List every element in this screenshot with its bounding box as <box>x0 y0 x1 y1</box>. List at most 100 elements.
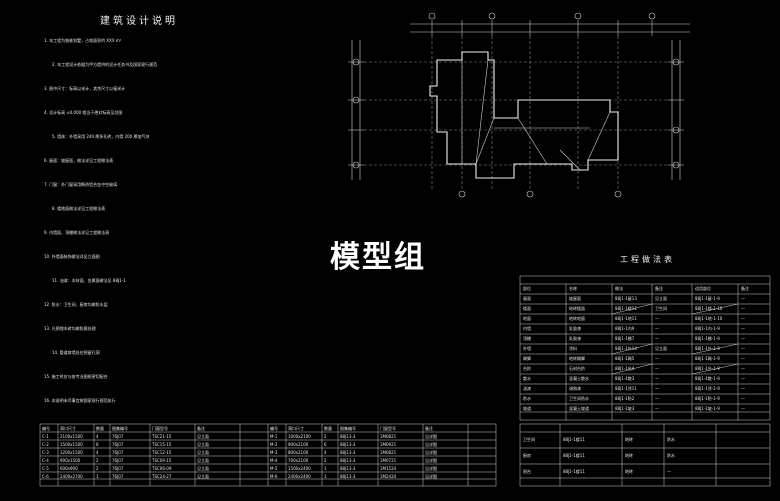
table-cell: 88J1-1踢5 <box>615 356 635 361</box>
table-cell: M-3 <box>270 450 278 455</box>
table-cell: 见详图 <box>425 458 437 463</box>
note-line: 2. 本工程设计依据为甲方提供的设计任务书及国家现行规范 <box>52 62 158 67</box>
table-header-cell: 洞口尺寸 <box>288 426 304 431</box>
table-cell: 坡道 <box>523 406 531 411</box>
table-cell: 见立面 <box>197 474 209 479</box>
note-line: 10. 外墙面装饰做法详见立面图 <box>44 254 100 259</box>
table-cell: 内墙 <box>523 326 531 331</box>
table-header-cell: 图集编号 <box>112 426 128 431</box>
table-cell: 88J1-1踢-1-9 <box>695 356 720 361</box>
table-cell: 88J1-1散-1-9 <box>695 376 720 381</box>
table-cell: 1M2424 <box>380 474 397 479</box>
table-header-cell: 备注 <box>741 286 749 291</box>
table-cell: 4 <box>96 450 99 455</box>
table-cell: 88J1-1涂-1-9 <box>695 386 720 391</box>
table-cell: 卫生间 <box>655 306 667 311</box>
note-line: 7. 门窗：外门窗采用断桥铝合金中空玻璃 <box>44 182 118 187</box>
table-cell: 见立面 <box>197 450 209 455</box>
table-cell: C-1 <box>42 434 49 439</box>
table-cell: 88J1-1散3 <box>615 376 635 381</box>
table-cell: TSC24-27 <box>152 474 172 479</box>
note-line: 4. 设计标高 ±0.000 相当于绝对标高见总图 <box>44 110 123 115</box>
watermark: 模型组 <box>330 240 426 275</box>
table-cell: C-6 <box>42 474 49 479</box>
table-cell: 1200x1500 <box>60 450 83 455</box>
spec-table-title: 工程做法表 <box>620 255 675 264</box>
table-cell: 1 <box>324 466 327 471</box>
table-cell: 88J1-1地-1-10 <box>695 316 723 321</box>
table-cell: 88J1-1地11 <box>615 316 637 321</box>
spec-table <box>519 275 771 487</box>
table-cell: 88J13-3 <box>340 474 356 479</box>
table-header-cell: 门窗型号 <box>380 426 396 431</box>
table-cell: TSC15-15 <box>152 442 172 447</box>
table-header-cell: 编号 <box>42 426 50 431</box>
table-cell: 76J07 <box>112 442 124 447</box>
table-cell: M-1 <box>270 434 278 439</box>
table-cell: 1M0921 <box>380 442 397 447</box>
table-header-cell: 数量 <box>96 426 104 431</box>
table-cell: 2 <box>324 434 327 439</box>
table-cell: 涂料 <box>569 346 577 351</box>
table-cell: 见立面 <box>197 442 209 447</box>
table-cell: 外墙 <box>523 346 531 351</box>
table-cell: 地砖楼面 <box>569 306 585 311</box>
table-cell: 88J13-3 <box>340 466 356 471</box>
note-line: 6. 屋面：坡屋面，做法详见工程做法表 <box>44 158 114 163</box>
table-cell: 88J1-1棚-1-9 <box>695 336 720 341</box>
table-cell: 卫生间防水 <box>569 396 589 401</box>
table-cell: 混凝土散水 <box>569 376 589 381</box>
table-cell: 散水 <box>523 376 531 381</box>
table-cell: M-6 <box>270 474 278 479</box>
table-cell: 88J1-1棚7 <box>615 336 635 341</box>
table-cell: 卫生间 <box>523 437 535 442</box>
table-cell: — <box>741 296 745 301</box>
table-cell: 88J1-1外14 <box>615 346 637 351</box>
table-cell: 调和漆 <box>569 386 581 391</box>
note-line: 11. 油漆：木材面、金属面做法见 88J1-1 <box>52 278 126 283</box>
table-cell: M-2 <box>270 442 278 447</box>
table-cell: TSC21-15 <box>152 434 172 439</box>
table-cell: C-2 <box>42 442 49 447</box>
table-cell: — <box>741 356 745 361</box>
table-cell: 见详图 <box>425 466 437 471</box>
table-cell: 88J1-1涂11 <box>615 386 637 391</box>
table-cell: 坡屋面 <box>569 296 581 301</box>
table-cell: — <box>655 336 659 341</box>
table-cell: — <box>655 316 659 321</box>
table-cell: 2 <box>324 458 327 463</box>
notes-title: 建筑设计说明 <box>100 16 178 27</box>
table-cell: — <box>741 396 745 401</box>
note-line: 1. 本工程为独栋别墅，占地面积约 XXX m² <box>44 38 122 43</box>
table-cell: 76J07 <box>112 450 124 455</box>
table-cell: 地面 <box>523 316 531 321</box>
table-cell: 88J1-1屋-1-9 <box>695 296 720 301</box>
table-cell: 88J1-1台4 <box>615 366 635 371</box>
note-line: 8. 楼地面做法详见工程做法表 <box>52 206 106 211</box>
table-cell: 88J1-1楼11 <box>563 469 585 474</box>
table-cell: 见立面 <box>197 434 209 439</box>
table-cell: 油漆 <box>523 386 531 391</box>
table-cell: — <box>741 346 745 351</box>
table-cell: 顶棚 <box>523 336 531 341</box>
table-cell: 88J1-1台-1-9 <box>695 366 720 371</box>
table-cell: 见详图 <box>425 442 437 447</box>
table-cell: 地砖 <box>625 437 633 442</box>
table-cell: 700x2100 <box>288 458 309 463</box>
note-line: 16. 本说明未尽事宜按国家现行规范执行 <box>44 398 116 403</box>
table-cell: 900x1500 <box>60 458 81 463</box>
table-cell: 88J1-1外-1-9 <box>695 346 720 351</box>
note-line: 12. 防水：卫生间、厨房均做防水层 <box>44 302 108 307</box>
table-cell: 地砖地面 <box>569 316 585 321</box>
table-cell: 见详图 <box>425 434 437 439</box>
table-cell: 88J1-1楼-1-10 <box>695 306 723 311</box>
table-cell: 88J13-3 <box>340 442 356 447</box>
note-line: 5. 墙体：外墙采用 240 厚多孔砖，内墙 200 厚加气块 <box>52 134 150 139</box>
table-cell: 88J1-1楼11 <box>563 453 585 458</box>
table-cell: 防水 <box>523 396 531 401</box>
table-cell: 76J07 <box>112 474 124 479</box>
table-cell: 6 <box>324 442 327 447</box>
table-cell: — <box>655 386 659 391</box>
